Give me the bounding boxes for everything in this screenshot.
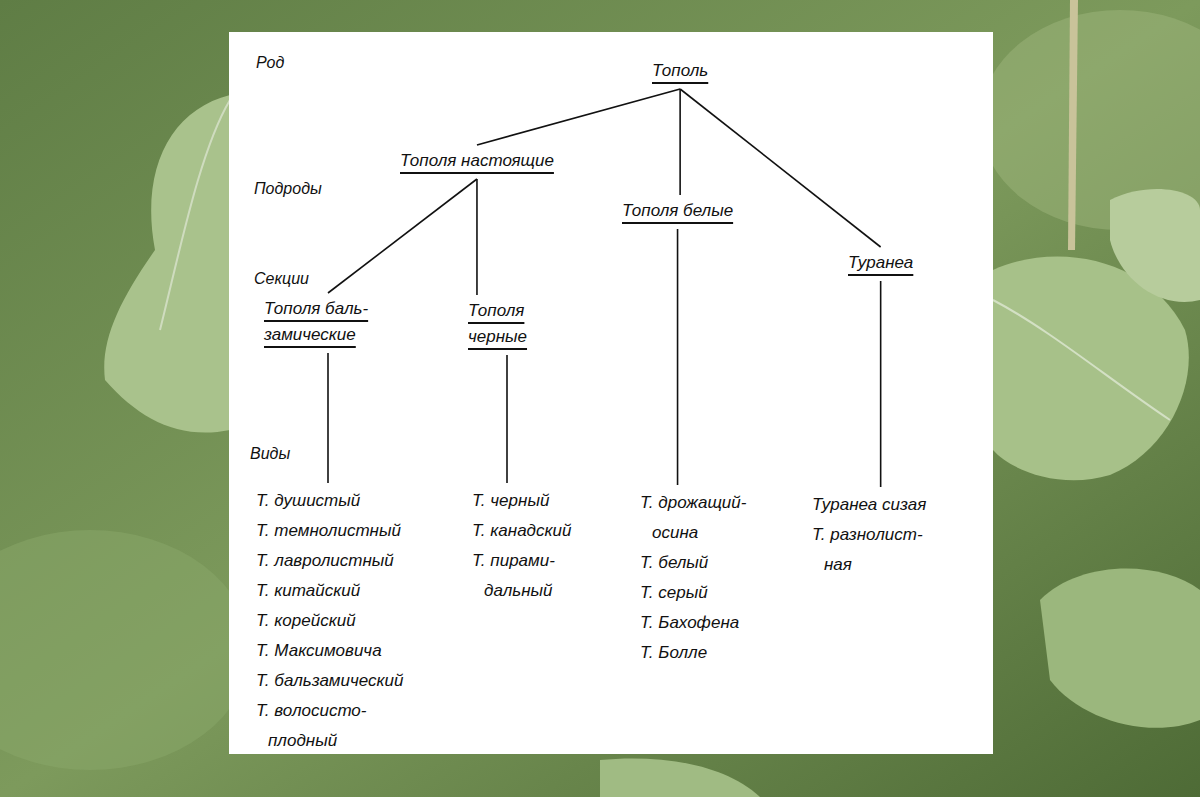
tree-branch	[477, 89, 680, 145]
species-name: Т. черный	[472, 486, 586, 516]
tree-branch	[476, 179, 477, 295]
section-label: Тополя черные	[468, 298, 546, 354]
tree-branch	[507, 355, 508, 483]
tree-branch	[328, 179, 477, 293]
species-name: Т. серый	[640, 578, 776, 608]
subgenus-label: Туранеа	[848, 250, 913, 280]
species-list: Т. дрожащий- осинаТ. белыйТ. серыйТ. Бах…	[640, 488, 776, 668]
subgenus-label: Тополя белые	[622, 198, 733, 228]
species-list: Туранеа сизаяТ. разнолист- ная	[812, 490, 944, 580]
species-name: Т. разнолист- ная	[812, 520, 944, 580]
species-name: Т. дрожащий- осина	[640, 488, 776, 548]
taxon-name: Тополь	[652, 58, 708, 84]
branch-line	[506, 355, 508, 483]
tree-branch	[677, 229, 678, 485]
genus-label: Тополь	[652, 58, 708, 88]
branch-line	[677, 229, 679, 485]
branch-line	[327, 353, 329, 483]
branch-line	[680, 89, 881, 247]
species-name: Т. Болле	[640, 638, 776, 668]
species-name: Туранеа сизая	[812, 490, 944, 520]
species-name: Т. лавролистный	[256, 546, 403, 576]
taxon-name: Туранеа	[848, 250, 913, 276]
species-name: Т. корейский	[256, 606, 403, 636]
branch-line	[880, 281, 882, 487]
species-name: Т. китайский	[256, 576, 403, 606]
species-name: Т. Бахофена	[640, 608, 776, 638]
rank-label: Виды	[250, 443, 290, 465]
branch-line	[477, 89, 680, 145]
rank-label: Род	[256, 52, 284, 74]
species-name: Т. пирами- дальный	[472, 546, 586, 606]
species-name: Т. душистый	[256, 486, 403, 516]
branch-line	[679, 89, 681, 195]
species-name: Т. Максимовича	[256, 636, 403, 666]
species-name: Т. бальзамический	[256, 666, 403, 696]
taxon-name: Тополя белые	[622, 198, 733, 224]
subgenus-label: Тополя настоящие	[400, 148, 554, 178]
taxon-name: Тополя настоящие	[400, 148, 554, 174]
rank-label: Секции	[254, 268, 309, 290]
species-list: Т. душистыйТ. темнолистныйТ. лавролистны…	[256, 486, 403, 756]
taxon-name: Тополя черные	[468, 298, 546, 350]
species-name: Т. белый	[640, 548, 776, 578]
taxon-name: Тополя баль- замические	[264, 296, 392, 348]
branch-line	[476, 179, 478, 295]
tree-branch	[328, 353, 329, 483]
rank-label: Подроды	[254, 178, 322, 200]
tree-branch	[680, 89, 881, 247]
species-name: Т. темнолистный	[256, 516, 403, 546]
tree-branch	[880, 281, 881, 487]
tree-branch	[680, 89, 681, 195]
species-list: Т. черныйТ. канадскийТ. пирами- дальный	[472, 486, 586, 606]
species-name: Т. волосисто- плодный	[256, 696, 400, 756]
branch-line	[328, 179, 477, 293]
species-name: Т. канадский	[472, 516, 586, 546]
section-label: Тополя баль- замические	[264, 296, 392, 352]
